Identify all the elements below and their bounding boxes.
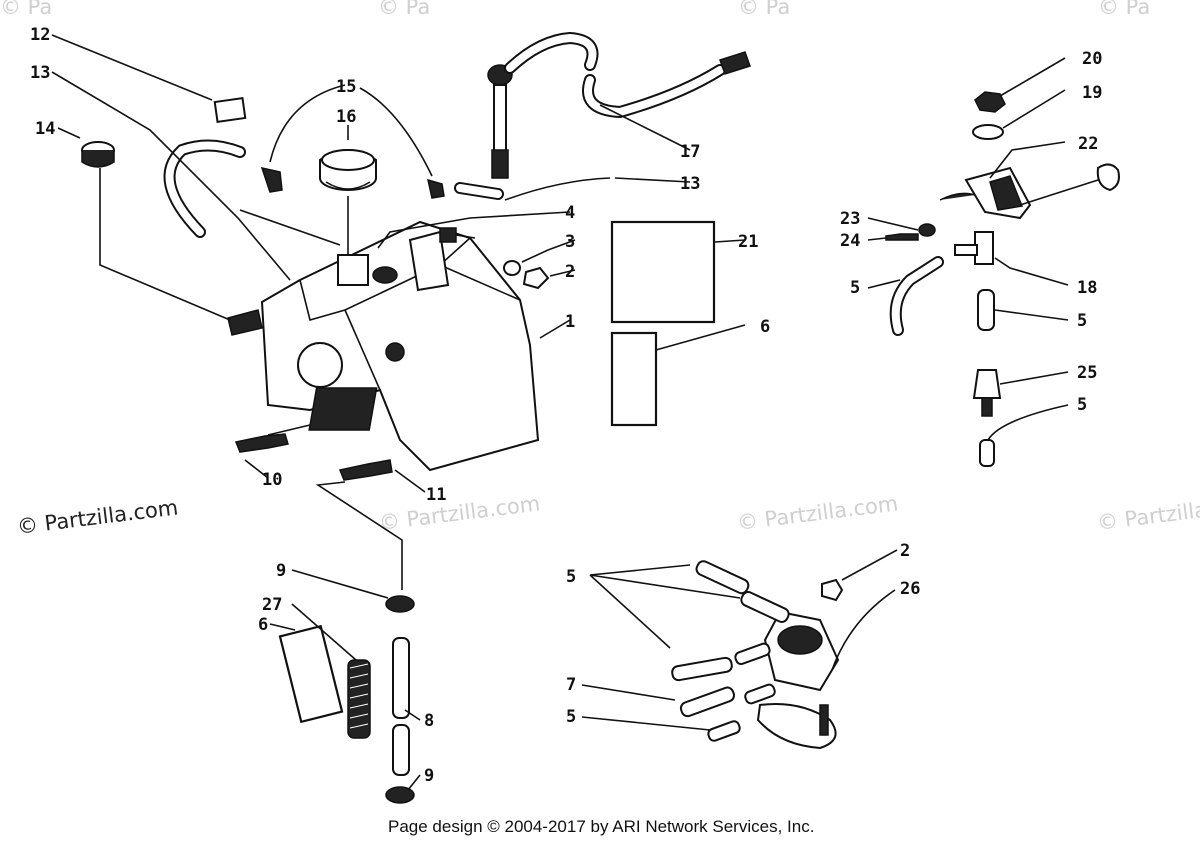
- footer-copyright: Page design © 2004-2017 by ARI Network S…: [388, 817, 814, 836]
- callout-7: 7: [566, 675, 576, 695]
- callout-2-top: 2: [565, 262, 575, 282]
- callout-1: 1: [565, 312, 575, 332]
- watermark-top-1: © Pa: [378, 0, 430, 19]
- watermark-center: © Partzilla.com: [378, 491, 542, 535]
- callout-14: 14: [35, 119, 55, 139]
- callout-16: 16: [336, 107, 356, 127]
- callouts: 12 13 14 15 16 17 13 4 3 2 21 1 6 10 11 …: [30, 25, 1102, 786]
- watermark-center-right: © Partzilla.com: [736, 491, 900, 535]
- callout-8: 8: [424, 711, 434, 731]
- callout-24: 24: [840, 231, 860, 251]
- hoses-5-cluster: [671, 560, 790, 742]
- level-sensor-17: [487, 31, 751, 179]
- pad-6a: [610, 331, 658, 427]
- clamp-9a: [385, 595, 415, 613]
- watermark-top-left: © Pa: [0, 0, 52, 19]
- callout-13-left: 13: [30, 63, 50, 83]
- washer-3: [503, 260, 521, 276]
- clamp-9b: [385, 786, 415, 804]
- callout-18: 18: [1077, 278, 1097, 298]
- grommet-14: [81, 141, 115, 168]
- washer-23: [918, 223, 936, 237]
- hose-8b: [392, 724, 410, 776]
- screw-24: [885, 233, 919, 241]
- filter-25: [972, 369, 1002, 417]
- callout-10: 10: [262, 470, 282, 490]
- callout-5-right-c: 5: [1077, 395, 1087, 415]
- callout-5-right-b: 5: [1077, 311, 1087, 331]
- fitting-15a: [260, 166, 283, 193]
- callout-5-right-a: 5: [850, 278, 860, 298]
- nut-2a: [522, 266, 550, 290]
- fuel-pump-26: [756, 610, 840, 750]
- wire-13: [504, 177, 611, 201]
- callout-23: 23: [840, 209, 860, 229]
- decal-12: [213, 97, 247, 123]
- nut-2b: [821, 578, 844, 602]
- spring-27: [347, 659, 371, 739]
- callout-6-bottom: 6: [258, 615, 268, 635]
- washer-19: [972, 124, 1004, 140]
- callout-22: 22: [1078, 134, 1098, 154]
- hose-5c: [979, 439, 995, 467]
- callout-21: 21: [738, 232, 758, 252]
- callout-9-top: 9: [276, 561, 286, 581]
- hose-8a: [392, 637, 410, 719]
- callout-5-pump-bottom: 5: [566, 707, 576, 727]
- callout-13-right: 13: [680, 174, 700, 194]
- pad-21: [610, 220, 716, 324]
- watermark-right: © Partzilla.com: [1096, 491, 1200, 535]
- callout-26: 26: [900, 579, 920, 599]
- callout-27: 27: [262, 595, 282, 615]
- watermark-main: © Partzilla.com: [16, 495, 180, 539]
- fitting-11: [338, 459, 393, 481]
- callout-25: 25: [1077, 363, 1097, 383]
- nut-20: [974, 91, 1006, 113]
- filler-cap: [319, 149, 377, 191]
- callout-2-bottom: 2: [900, 541, 910, 561]
- callout-20: 20: [1082, 49, 1102, 69]
- bracket-22: [964, 166, 1032, 220]
- vent-hose-left: [163, 139, 246, 238]
- callout-17: 17: [680, 142, 700, 162]
- hose-5b: [977, 289, 995, 331]
- callout-12: 12: [30, 25, 50, 45]
- callout-11: 11: [426, 485, 446, 505]
- callout-15: 15: [336, 77, 356, 97]
- watermark-top-3: © Pa: [1098, 0, 1150, 19]
- oil-tank: [227, 220, 540, 472]
- leader-lines: [51, 34, 1069, 791]
- arrow-rotation: [939, 192, 976, 201]
- panel-section: [1096, 163, 1120, 192]
- callout-3: 3: [565, 232, 575, 252]
- bolt-4: [439, 227, 476, 243]
- callout-5-pump-top: 5: [566, 567, 576, 587]
- fitting-15b: [426, 178, 445, 199]
- callout-6-top: 6: [760, 317, 770, 337]
- callout-19: 19: [1082, 83, 1102, 103]
- watermark-top-2: © Pa: [738, 0, 790, 19]
- tee-fitting-18: [954, 231, 994, 265]
- callout-9-bottom: 9: [424, 766, 434, 786]
- callout-4: 4: [565, 203, 575, 223]
- fitting-10: [234, 433, 289, 453]
- pad-6b: [278, 624, 344, 724]
